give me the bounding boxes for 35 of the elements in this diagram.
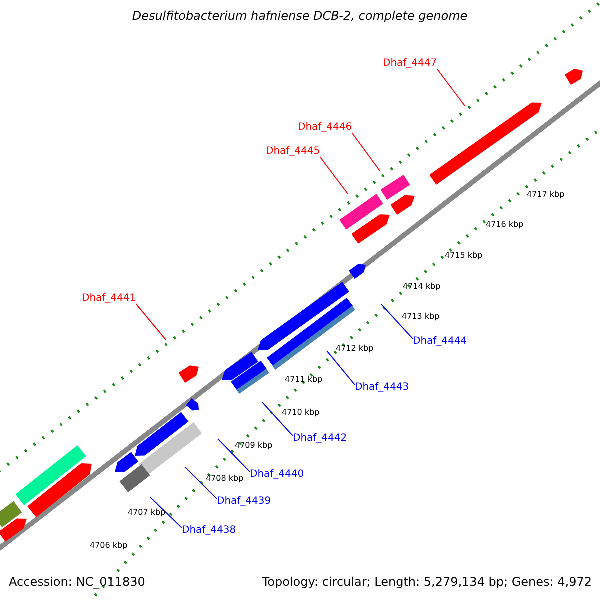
gene-label: Dhaf_4439 (217, 497, 272, 507)
gene-label: Dhaf_4441 (82, 294, 136, 304)
gene-label: Dhaf_4446 (298, 123, 352, 133)
leader-line (150, 496, 182, 528)
leader-line (136, 304, 166, 340)
genome-info-text: Topology: circular; Length: 5,279,134 bp; Genes: 4,972 (262, 576, 592, 588)
leader-line (380, 304, 414, 340)
leader-line (320, 156, 348, 194)
scale-label: 4714 kbp (403, 283, 441, 291)
scale-label: 4711 kbp (285, 376, 323, 384)
scale-label: 4716 kbp (486, 221, 524, 229)
scale-label: 4708 kbp (206, 475, 244, 483)
gene-label: Dhaf_4442 (293, 434, 348, 444)
gene-label: Dhaf_4438 (182, 526, 236, 536)
leader-line (184, 466, 218, 500)
scale-label: 4715 kbp (445, 252, 483, 260)
scale-label: 4706 kbp (90, 542, 128, 550)
accession-text: Accession: NC_011830 (9, 576, 146, 588)
gene-label: Dhaf_4445 (266, 147, 320, 157)
scale-label: 4709 kbp (235, 442, 273, 450)
scale-label: 4710 kbp (282, 409, 320, 417)
title: Desulfitobacterium hafniense DCB-2, complete genome (131, 10, 469, 22)
scale-label: 4712 kbp (336, 345, 374, 353)
gene-label: Dhaf_4440 (250, 470, 304, 480)
leader-line (352, 132, 380, 172)
leader-line (218, 438, 250, 472)
leader-line (436, 68, 466, 106)
scale-label: 4717 kbp (527, 191, 565, 199)
leader-line (262, 402, 294, 436)
leader-line (326, 350, 356, 386)
gene-label: Dhaf_4443 (355, 383, 410, 393)
scale-label: 4707 kbp (128, 509, 166, 517)
gene-label: Dhaf_4444 (413, 337, 468, 347)
gene-label: Dhaf_4447 (383, 59, 438, 69)
scale-label: 4713 kbp (402, 313, 440, 321)
